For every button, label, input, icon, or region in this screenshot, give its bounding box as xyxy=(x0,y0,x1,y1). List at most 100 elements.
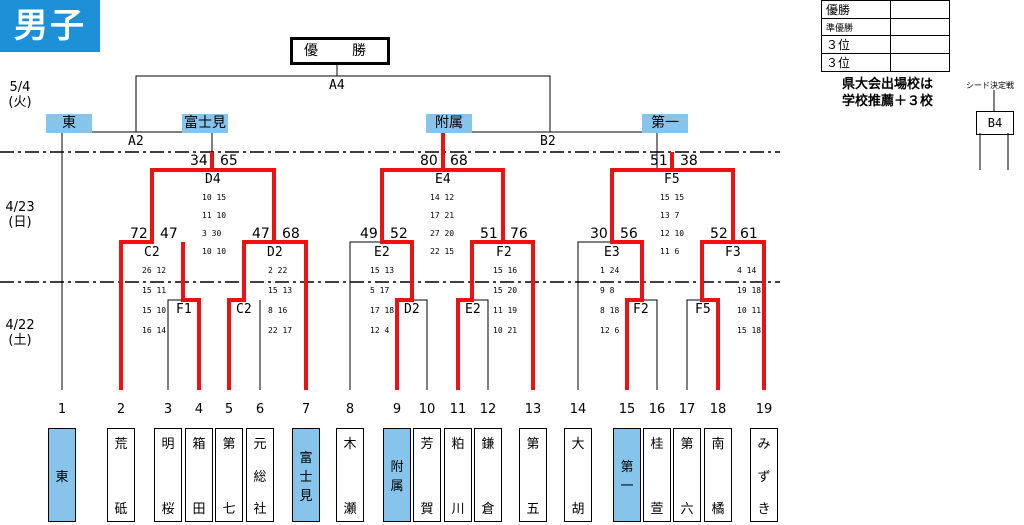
game-label: C2 xyxy=(236,302,252,317)
team-name-char: 賀 xyxy=(420,502,434,517)
game-label: F2 xyxy=(633,302,649,317)
team-box: 箱田 xyxy=(185,428,213,522)
team-name-char: 倉 xyxy=(481,502,495,517)
team-name-char: 一 xyxy=(620,479,634,494)
game-label: F2 xyxy=(496,245,512,260)
note-line: 県大会出場校は xyxy=(842,77,934,92)
date-round2: 4/23(日) xyxy=(5,200,35,230)
team-name-char: 総 xyxy=(253,469,267,485)
team-box: 第一 xyxy=(613,428,641,522)
game-label: F3 xyxy=(725,245,741,260)
seed-label: 東 xyxy=(46,114,92,133)
game-label: D2 xyxy=(267,245,283,260)
team-name-char: 富 xyxy=(299,450,313,466)
score: 68 xyxy=(450,153,468,169)
position-number: 9 xyxy=(392,402,402,417)
team-name-char: 士 xyxy=(299,469,313,485)
team-box: 荒砥 xyxy=(107,428,135,522)
date-round1: 4/22(土) xyxy=(5,318,35,348)
position-number: 14 xyxy=(569,402,587,417)
team-name-char: 社 xyxy=(253,502,267,517)
position-number: 13 xyxy=(524,402,542,417)
team-name-char: き xyxy=(757,502,771,517)
results-row-value xyxy=(890,18,950,36)
team-box: 明桜 xyxy=(154,428,182,522)
position-number: 2 xyxy=(116,402,126,417)
score: 49 xyxy=(360,226,378,242)
team-box: 南橘 xyxy=(704,428,732,522)
team-box: みずき xyxy=(750,428,778,522)
team-name-char: み xyxy=(757,437,771,452)
game-label: D4 xyxy=(205,172,221,187)
game-label: C2 xyxy=(144,245,160,260)
seed-decision-label: シード決定戦 xyxy=(966,81,1014,90)
game-label: E3 xyxy=(604,245,620,260)
game-label: E2 xyxy=(465,302,481,317)
team-name-char: 第 xyxy=(222,437,236,452)
score: 51 xyxy=(650,153,668,169)
position-number: 4 xyxy=(194,402,204,417)
position-number: 10 xyxy=(418,402,436,417)
team-box: 芳賀 xyxy=(413,428,441,522)
team-name-char: 明 xyxy=(161,437,175,452)
game-label: F5 xyxy=(695,302,711,317)
position-number: 18 xyxy=(709,402,727,417)
team-box: 大胡 xyxy=(564,428,592,522)
score: 76 xyxy=(510,226,528,242)
position-number: 1 xyxy=(57,402,67,417)
team-name-char: 南 xyxy=(711,437,725,452)
position-number: 3 xyxy=(163,402,173,417)
winner-path xyxy=(119,132,766,390)
position-number: 6 xyxy=(255,402,265,417)
game-label: A4 xyxy=(329,78,345,93)
team-name-char: 砥 xyxy=(114,502,128,517)
seed-label: 第一 xyxy=(642,114,688,133)
position-number: 17 xyxy=(678,402,696,417)
score: 47 xyxy=(160,226,178,242)
results-row-value xyxy=(890,0,950,19)
score: 65 xyxy=(220,153,238,169)
team-name-char: 瀬 xyxy=(343,502,357,517)
score: 68 xyxy=(282,226,300,242)
game-label: F1 xyxy=(176,302,192,317)
team-name-char: 木 xyxy=(343,437,357,452)
score: 72 xyxy=(130,226,148,242)
results-row-label: 優勝 xyxy=(821,0,891,19)
team-box: 元総社 xyxy=(246,428,274,522)
team-name-char: 粕 xyxy=(451,437,465,452)
team-name-char: 附 xyxy=(390,460,404,475)
position-number: 5 xyxy=(224,402,234,417)
team-name-char: 川 xyxy=(451,502,465,517)
position-number: 16 xyxy=(648,402,666,417)
results-row-label: ３位 xyxy=(821,35,891,54)
team-name-char: 六 xyxy=(680,502,694,517)
note-line: 学校推薦＋３校 xyxy=(842,94,934,109)
team-name-char: 鎌 xyxy=(481,437,495,452)
team-box: 富士見 xyxy=(292,428,320,522)
date-final: 5/4(火) xyxy=(8,80,32,110)
team-name-char: 桂 xyxy=(650,437,664,452)
score: 30 xyxy=(590,226,608,242)
game-label: A2 xyxy=(128,134,144,149)
score: 80 xyxy=(420,153,438,169)
seed-label: 附属 xyxy=(426,114,472,133)
team-name-char: 第 xyxy=(680,437,694,452)
score: 51 xyxy=(480,226,498,242)
team-name-char: 大 xyxy=(571,437,585,452)
score: 61 xyxy=(740,226,758,242)
seed-decision-game: B4 xyxy=(976,111,1014,135)
team-name-char: 七 xyxy=(222,502,236,517)
game-label: E2 xyxy=(374,245,390,260)
game-label: D2 xyxy=(404,302,420,317)
team-name-char: 東 xyxy=(55,469,69,485)
team-name-char: 胡 xyxy=(571,502,585,517)
position-number: 15 xyxy=(618,402,636,417)
